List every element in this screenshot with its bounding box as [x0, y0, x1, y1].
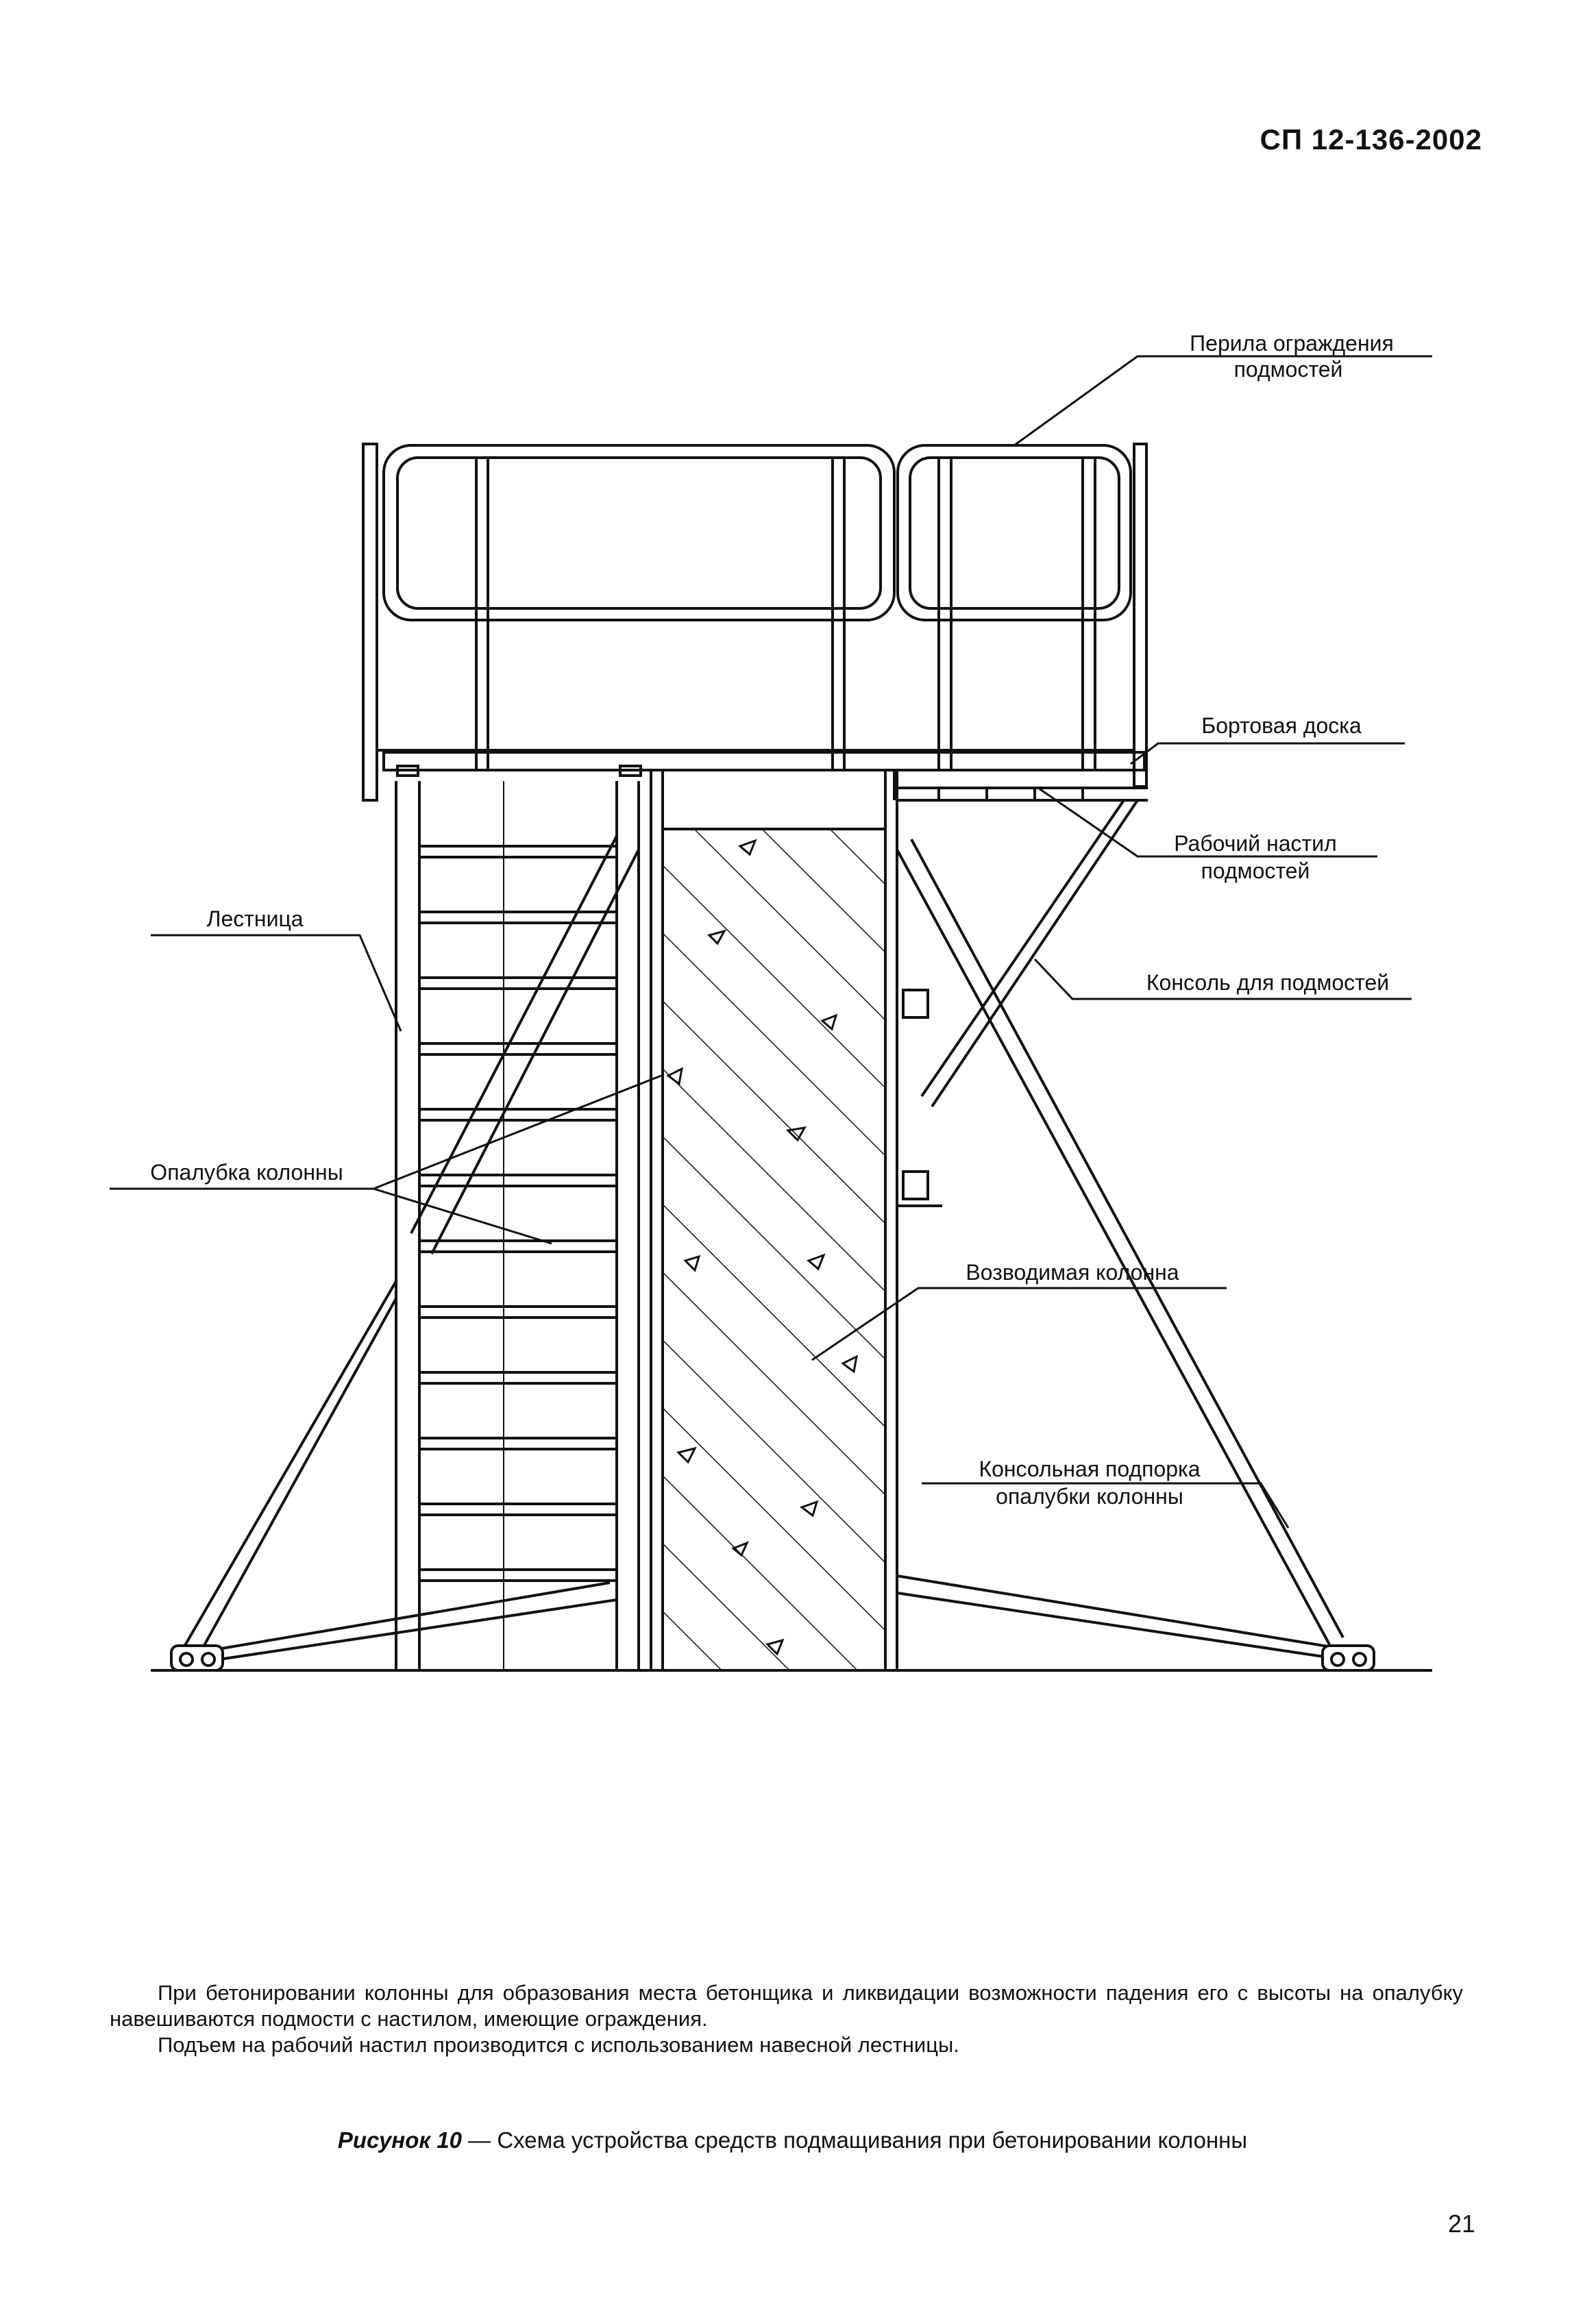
scaffold-railing — [362, 443, 1148, 802]
label-deck-1: Рабочий настил — [1174, 831, 1336, 856]
document-code-header: СП 12-136-2002 — [1260, 123, 1482, 156]
figure-number: Рисунок 10 — [337, 2127, 462, 2153]
formwork-props — [180, 835, 1344, 1663]
column-formwork — [650, 769, 942, 1670]
leader-lines — [110, 355, 1432, 1529]
label-railing-2: подмостей — [1234, 357, 1343, 382]
ladder-rungs — [419, 845, 617, 1582]
label-prop-2: опалубки колонны — [996, 1484, 1183, 1509]
erected-column — [661, 828, 887, 1672]
label-railing-1: Перила ограждения — [1190, 331, 1394, 356]
page-number: 21 — [1447, 2210, 1475, 2238]
label-console: Консоль для подмостей — [1146, 970, 1389, 995]
support-hinges — [170, 1644, 1375, 1672]
working-deck — [382, 751, 1148, 802]
diagram-labels: Перила ограждения подмостей Бортовая дос… — [150, 331, 1394, 1509]
scaffold-console — [920, 799, 1139, 1108]
body-paragraph-2: Подъем на рабочий настил производится с … — [158, 2033, 959, 2057]
body-paragraph-1: При бетонировании колонны для образовани… — [110, 1981, 1463, 2031]
caption-dash: — — [462, 2127, 497, 2153]
label-prop-1: Консольная подпорка — [979, 1457, 1200, 1481]
figure-caption: Рисунок 10 — Схема устройства средств по… — [0, 2127, 1585, 2153]
label-column: Возводимая колонна — [966, 1260, 1179, 1285]
ladder — [395, 781, 640, 1670]
caption-text: Схема устройства средств подмащивания пр… — [497, 2127, 1248, 2153]
scaffold-diagram: Перила ограждения подмостей Бортовая дос… — [110, 331, 1432, 1672]
label-deck-2: подмостей — [1201, 858, 1310, 883]
label-toe-board: Бортовая доска — [1201, 713, 1362, 738]
label-formwork: Опалубка колонны — [150, 1160, 343, 1185]
label-ladder: Лестница — [206, 906, 303, 931]
